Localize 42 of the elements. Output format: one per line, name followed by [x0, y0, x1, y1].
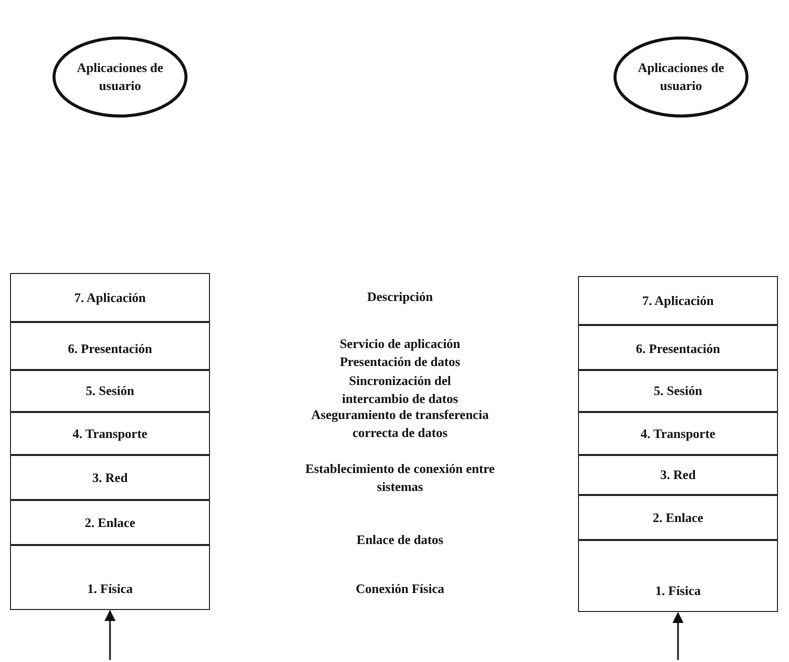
layer-box	[10, 545, 210, 610]
layer-box	[578, 370, 778, 412]
arrow	[672, 612, 684, 660]
layer-box	[578, 495, 778, 540]
node-label: 3. Red	[92, 470, 128, 486]
node-label: Aplicaciones de usuario	[636, 59, 726, 95]
description-text: Conexión Física	[354, 580, 446, 598]
layer-box	[10, 500, 210, 545]
description-text: Descripción	[366, 288, 434, 306]
node-label: 5. Sesión	[86, 383, 134, 399]
node-label: 3. Red	[660, 467, 696, 483]
ellipse-node	[613, 36, 749, 118]
layer-box	[578, 455, 778, 495]
node-label: 4. Transporte	[640, 426, 716, 442]
node-label: 1. Física	[87, 581, 133, 597]
description-text: Aseguramiento de transferencia correcta de datos	[310, 406, 490, 442]
description-text: Servicio de aplicación	[338, 335, 462, 353]
node-label: 2. Enlace	[84, 514, 136, 530]
node-label: 1. Física	[655, 583, 701, 599]
node-label: 4. Transporte	[72, 426, 148, 442]
description-text: Sincronización del intercambio de datos	[340, 372, 460, 408]
description-text: Presentación de datos	[338, 353, 462, 371]
node-label: 6. Presentación	[68, 341, 152, 357]
node-label: 5. Sesión	[654, 383, 702, 399]
node-label: 7. Aplicación	[74, 290, 146, 306]
layer-box	[578, 276, 778, 325]
layer-box	[578, 412, 778, 455]
node-label: 7. Aplicación	[642, 292, 714, 308]
layer-box	[578, 540, 778, 612]
ellipse-node	[52, 36, 188, 118]
node-label: 2. Enlace	[652, 510, 704, 526]
layer-box	[10, 412, 210, 455]
description-text: Enlace de datos	[356, 531, 444, 549]
node-label: Aplicaciones de usuario	[76, 59, 164, 95]
layer-box	[10, 273, 210, 322]
description-text: Establecimiento de conexión entre sistemas	[304, 460, 496, 496]
arrow	[104, 610, 116, 660]
layer-box	[578, 325, 778, 370]
layer-box	[10, 322, 210, 370]
node-label: 6. Presentación	[636, 341, 720, 357]
layer-box	[10, 370, 210, 412]
layer-box	[10, 455, 210, 500]
